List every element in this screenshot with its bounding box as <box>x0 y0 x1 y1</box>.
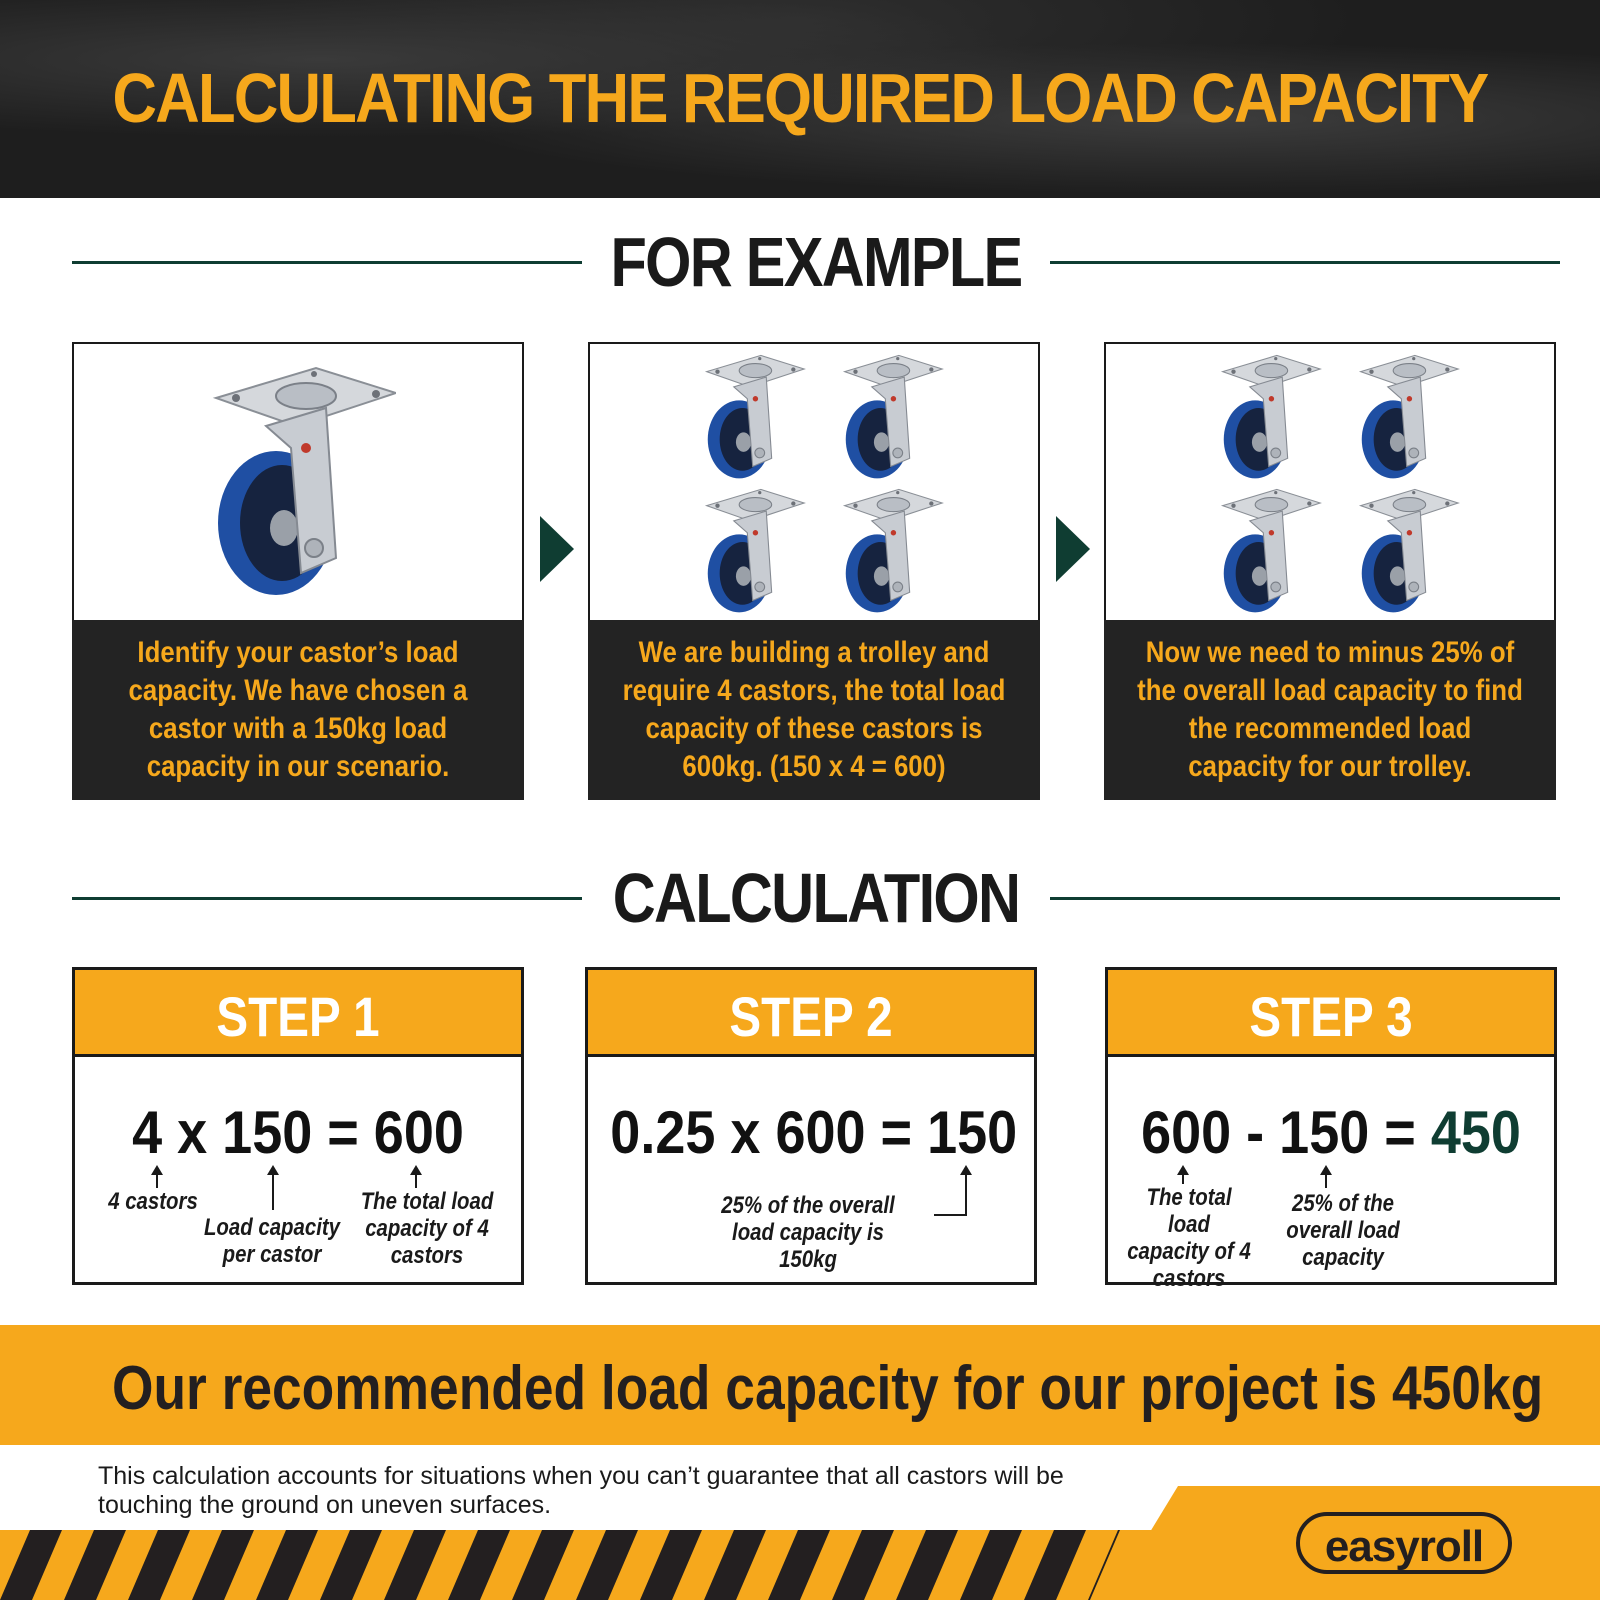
result-text: Our recommended load capacity for our pr… <box>112 1354 1544 1423</box>
step-card-1: STEP 1 4 x 150 = 600 4 castors Load capa… <box>72 967 524 1285</box>
divider-right <box>1050 261 1560 264</box>
example-text-3: Now we need to minus 25% of the overall … <box>1104 620 1556 800</box>
example-text-1: Identify your castor’s load capacity. We… <box>72 620 524 800</box>
page-title: CALCULATING THE REQUIRED LOAD CAPACITY <box>112 59 1490 137</box>
single-castor-image <box>72 342 524 622</box>
example-card-1: Identify your castor’s load capacity. We… <box>72 342 524 800</box>
divider-right <box>1050 897 1560 900</box>
step-card-3: STEP 3 600 - 150 = 450 The total load ca… <box>1105 967 1557 1292</box>
step-header: STEP 2 <box>588 970 1034 1057</box>
step-header: STEP 3 <box>1108 970 1554 1057</box>
divider-left <box>72 261 582 264</box>
arrow-up-icon <box>267 1165 279 1175</box>
hazard-stripes <box>0 1530 1600 1600</box>
arrow-up-icon <box>1177 1165 1189 1175</box>
step-equation: 4 x 150 = 600 <box>132 1099 464 1166</box>
arrow-up-icon <box>410 1165 422 1175</box>
brand-logo: easyroll <box>1296 1512 1512 1574</box>
castor-group-icon <box>706 354 943 613</box>
section-heading-calculation: CALCULATION <box>72 858 1560 938</box>
step-card-2: STEP 2 0.25 x 600 = 150 25% of the overa… <box>585 967 1037 1285</box>
logo-text: easyroll <box>1324 1522 1484 1571</box>
hazard-stripe-pattern <box>0 1530 1600 1600</box>
step-note: 25% of the overall load capacity <box>1286 1190 1400 1271</box>
step-note: The total load capacity of 4 castors <box>360 1188 494 1269</box>
section-heading-example: FOR EXAMPLE <box>72 222 1560 302</box>
example-card-2: We are building a trolley and require 4 … <box>588 342 1040 800</box>
result-banner: Our recommended load capacity for our pr… <box>0 1325 1600 1445</box>
footnote-text: This calculation accounts for situations… <box>98 1462 1064 1519</box>
step-note: Load capacity per castor <box>203 1214 341 1268</box>
arrow-up-icon <box>151 1165 163 1175</box>
step-equation: 600 - 150 = 450 <box>1141 1099 1521 1166</box>
example-card-3: Now we need to minus 25% of the overall … <box>1104 342 1556 800</box>
header-banner: CALCULATING THE REQUIRED LOAD CAPACITY <box>0 0 1600 198</box>
castor-group-icon <box>1222 354 1459 613</box>
arrow-up-icon <box>960 1165 972 1175</box>
step-note: 4 castors <box>108 1188 198 1215</box>
four-castors-image <box>588 342 1040 622</box>
result-value: 450 <box>1430 1099 1521 1166</box>
step-note: 25% of the overall load capacity is 150k… <box>721 1192 895 1273</box>
next-arrow-icon <box>540 516 574 582</box>
step-equation: 0.25 x 600 = 150 <box>610 1099 1018 1166</box>
section-title-example: FOR EXAMPLE <box>610 223 1023 301</box>
four-castors-image <box>1104 342 1556 622</box>
arrow-up-icon <box>1320 1165 1332 1175</box>
divider-left <box>72 897 582 900</box>
next-arrow-icon <box>1056 516 1090 582</box>
step-header: STEP 1 <box>75 970 521 1057</box>
step-note: The total load capacity of 4 castors <box>1127 1184 1251 1292</box>
section-title-calculation: CALCULATION <box>612 859 1021 937</box>
example-text-2: We are building a trolley and require 4 … <box>588 620 1040 800</box>
castor-icon <box>215 367 396 596</box>
